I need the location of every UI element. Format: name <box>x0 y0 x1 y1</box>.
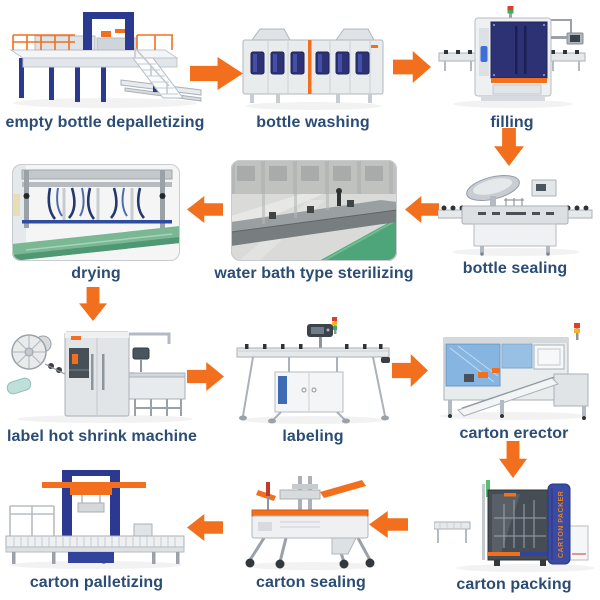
step-label: carton palletizing <box>29 574 164 591</box>
step-label: carton packing <box>456 576 572 593</box>
step-bottle-sealing: bottle sealing <box>436 168 594 278</box>
step-label: carton sealing <box>256 574 366 591</box>
carton-packing-illustration: CARTON PACKER <box>434 480 594 572</box>
label-hot-shrink-illustration <box>6 331 193 423</box>
empty-bottle-depalletizing-illustration <box>9 12 202 108</box>
arrow-washing-filling <box>393 51 431 83</box>
water-bath-sterilizing-illustration <box>231 160 397 261</box>
step-bottle-washing: bottle washing <box>230 18 396 132</box>
arrow-filling-sealing <box>494 128 524 166</box>
arrow-sealing-sterilizing <box>405 196 439 223</box>
arrow-sterilizing-drying <box>187 196 223 223</box>
step-label-hot-shrink-machine: label hot shrink machine <box>4 320 200 446</box>
step-label: labeling <box>282 428 344 445</box>
filling-illustration <box>438 6 586 108</box>
step-labeling: labeling <box>232 316 394 446</box>
bottle-washing-illustration <box>242 28 384 110</box>
arrow-erector-packing <box>499 441 527 478</box>
step-filling: filling <box>434 6 590 132</box>
labeling-illustration <box>236 317 390 424</box>
step-label: filling <box>490 114 534 131</box>
step-label: bottle washing <box>256 114 370 131</box>
carton-sealing-illustration <box>245 476 377 570</box>
drying-illustration <box>12 164 180 261</box>
arrow-labeling-erector <box>392 354 428 387</box>
step-label: label hot shrink machine <box>6 428 197 445</box>
step-carton-palletizing: carton palletizing <box>4 462 189 592</box>
arrow-sealing-palletizing <box>187 514 223 541</box>
step-carton-sealing: carton sealing <box>236 466 386 592</box>
step-drying: drying <box>12 164 180 283</box>
arrow-drying-shrink <box>79 287 107 321</box>
step-carton-erector: carton erector <box>434 318 594 443</box>
step-water-bath-type-sterilizing: water bath type sterilizing <box>214 160 413 283</box>
step-label: bottle sealing <box>462 260 568 277</box>
step-label: drying <box>71 265 121 282</box>
step-carton-packing: CARTON PACKER carton packing <box>434 474 594 594</box>
step-empty-bottle-depalletizing: empty bottle depalletizing <box>2 6 208 132</box>
step-label: empty bottle depalletizing <box>5 114 205 131</box>
bottle-sealing-illustration <box>437 174 592 256</box>
carton-packer-pillar-text: CARTON PACKER <box>558 491 565 558</box>
carton-palletizing-illustration <box>5 470 185 569</box>
carton-erector-illustration <box>440 323 589 420</box>
step-label: water bath type sterilizing <box>214 265 414 282</box>
step-label: carton erector <box>459 425 569 442</box>
